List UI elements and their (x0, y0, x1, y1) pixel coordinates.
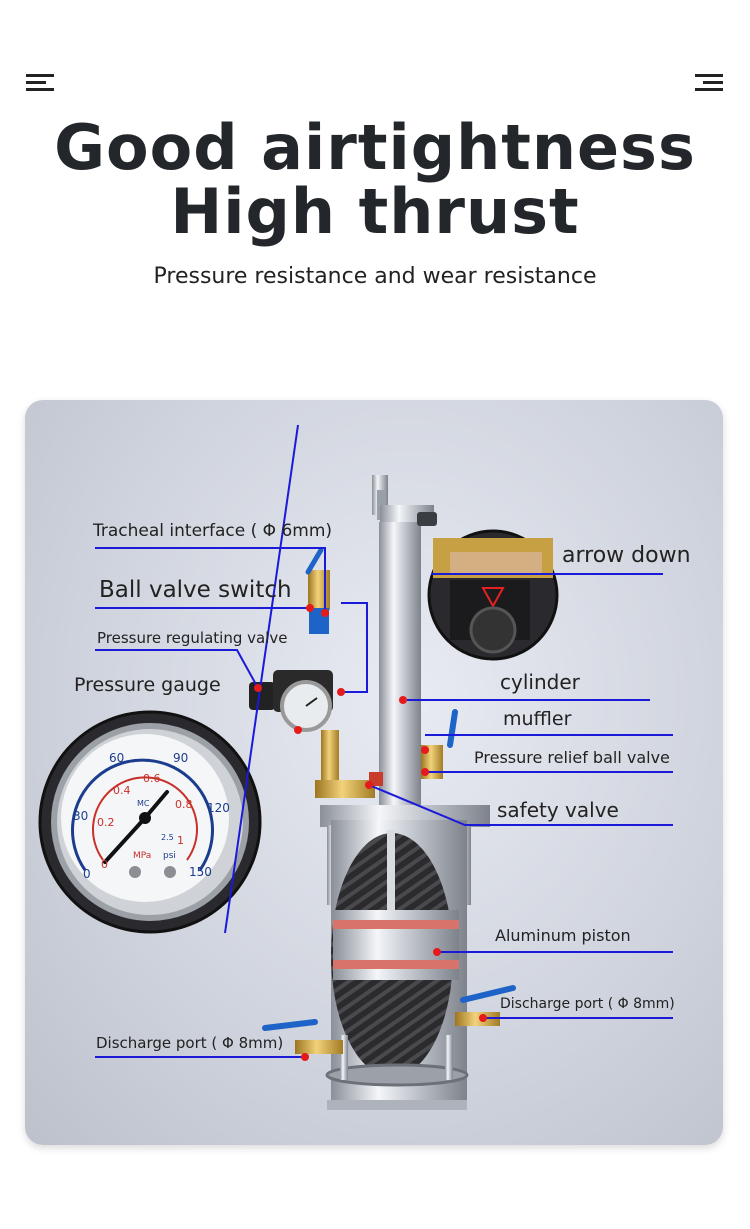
gauge-class: 2.5 (161, 833, 174, 842)
label-arrow-down: arrow down (562, 543, 691, 568)
label-cylinder: cylinder (500, 670, 580, 694)
psi-tick: 30 (73, 809, 88, 823)
mpa-tick: 0.2 (97, 816, 115, 829)
marker-dots (254, 604, 487, 1061)
psi-tick: 60 (109, 751, 124, 765)
psi-tick: 120 (207, 801, 230, 815)
mpa-tick: 0.4 (113, 784, 131, 797)
cylinder-body (372, 475, 437, 822)
gauge-brand: MC (137, 799, 150, 808)
mpa-tick: 0 (101, 858, 108, 871)
label-discharge-port-right: Discharge port ( Φ 8mm) (500, 996, 675, 1012)
label-pressure-gauge: Pressure gauge (74, 674, 221, 696)
headline-line-1: Good airtightness (54, 111, 696, 184)
leader-lines (95, 424, 673, 1058)
label-pressure-relief-ball-valve: Pressure relief ball valve (474, 748, 670, 767)
pressure-gauge-zoom-circle (38, 710, 262, 934)
left-menu-decoration (26, 74, 54, 95)
product-photo-panel: 0 0.2 0.4 0.6 0.8 1 0 30 60 90 120 150 M… (25, 400, 723, 1145)
small-gauge (280, 680, 332, 732)
mpa-tick: 0.6 (143, 772, 161, 785)
product-illustration: 0 0.2 0.4 0.6 0.8 1 0 30 60 90 120 150 M… (38, 424, 673, 1110)
subtitle: Pressure resistance and wear resistance (153, 264, 597, 289)
gauge-unit-psi: psi (163, 851, 176, 861)
label-discharge-port-left: Discharge port ( Φ 8mm) (96, 1034, 284, 1052)
gauge-tick-labels: 0 0.2 0.4 0.6 0.8 1 0 30 60 90 120 150 M… (73, 751, 230, 881)
piston-chamber (320, 805, 490, 1110)
mpa-tick: 1 (177, 834, 184, 847)
label-pressure-regulating-valve: Pressure regulating valve (97, 629, 288, 647)
psi-tick: 90 (173, 751, 188, 765)
right-menu-decoration (695, 74, 723, 95)
label-ball-valve-switch: Ball valve switch (99, 577, 292, 603)
label-safety-valve: safety valve (497, 798, 619, 822)
headline-line-2: High thrust (170, 175, 580, 248)
label-muffler: muffler (503, 708, 572, 730)
arrow-down-zoom-circle (427, 529, 559, 661)
label-aluminum-piston: Aluminum piston (495, 926, 631, 945)
label-tracheal-interface: Tracheal interface ( Φ 6mm) (93, 521, 333, 541)
psi-tick: 150 (189, 865, 212, 879)
psi-tick: 0 (83, 867, 91, 881)
mpa-tick: 0.8 (175, 798, 193, 811)
gauge-unit-mpa: MPa (133, 851, 151, 861)
